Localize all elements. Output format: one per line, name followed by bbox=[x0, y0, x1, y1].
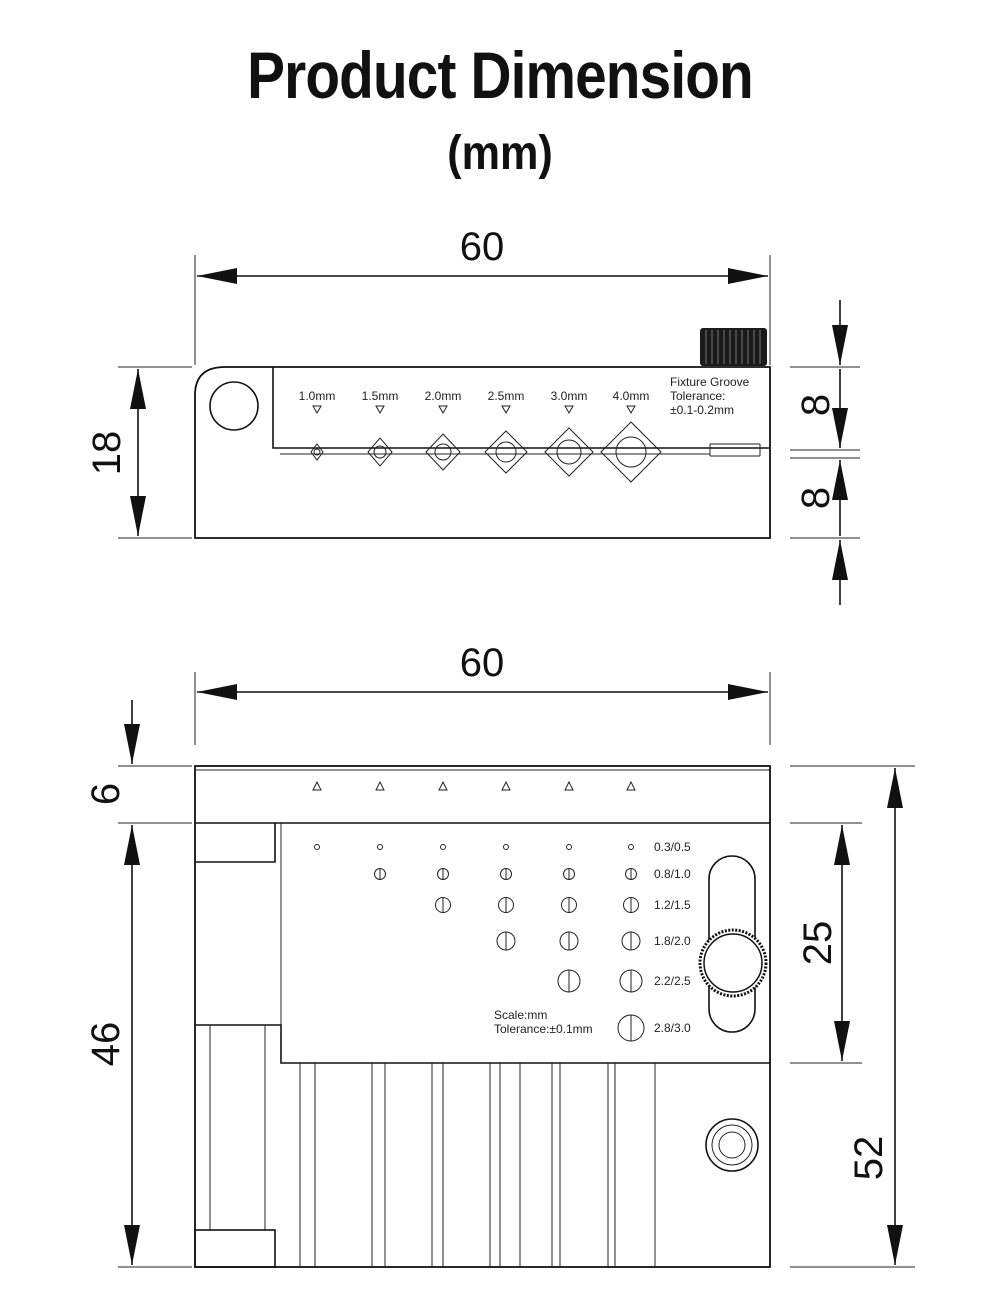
top-right-upper-label: 8 bbox=[794, 394, 838, 416]
hole-size-label-5: 2.2/2.5 bbox=[654, 974, 691, 988]
groove-label-1: 1.0mm bbox=[299, 389, 336, 403]
scale-text: Scale:mm bbox=[494, 1008, 547, 1022]
groove-label-6: 4.0mm bbox=[613, 389, 650, 403]
groove-note-line-3: ±0.1-0.2mm bbox=[670, 403, 734, 417]
knurled-knob bbox=[700, 328, 767, 366]
groove-label-2: 1.5mm bbox=[362, 389, 399, 403]
hole-size-label-6: 2.8/3.0 bbox=[654, 1021, 691, 1035]
front-right-inner-label: 25 bbox=[796, 921, 840, 966]
groove-markers bbox=[312, 405, 636, 415]
hole-size-label-2: 0.8/1.0 bbox=[654, 867, 691, 881]
groove-label-4: 2.5mm bbox=[488, 389, 525, 403]
page-subtitle: (mm) bbox=[447, 127, 553, 180]
groove-labels: 1.0mm 1.5mm 2.0mm 2.5mm 3.0mm 4.0mm bbox=[299, 389, 650, 403]
groove-label-5: 3.0mm bbox=[551, 389, 588, 403]
tolerance-text: Tolerance:±0.1mm bbox=[494, 1022, 593, 1036]
front-width-label: 60 bbox=[460, 641, 505, 685]
top-height-label: 18 bbox=[85, 431, 129, 476]
screw-icon bbox=[705, 1118, 759, 1172]
pivot-hole bbox=[209, 381, 259, 431]
knob-icon bbox=[698, 928, 768, 998]
groove-holes bbox=[310, 421, 662, 483]
lower-grooves bbox=[299, 1063, 656, 1267]
page-title: Product Dimension bbox=[247, 38, 754, 112]
top-right-lower-label: 8 bbox=[794, 487, 838, 509]
front-top-label: 6 bbox=[84, 783, 128, 805]
front-view: 60 bbox=[84, 641, 915, 1268]
top-width-label: 60 bbox=[460, 225, 505, 269]
hole-size-label-3: 1.2/1.5 bbox=[654, 898, 691, 912]
top-markers bbox=[312, 780, 636, 791]
hole-size-label-1: 0.3/0.5 bbox=[654, 840, 691, 854]
hole-grid bbox=[314, 844, 645, 1042]
groove-note-line-1: Fixture Groove bbox=[670, 375, 750, 389]
front-right-outer-label: 52 bbox=[847, 1136, 891, 1181]
top-view: 60 1.0mm 1.5mm 2.0mm 2.5mm bbox=[85, 225, 860, 605]
groove-note-line-2: Tolerance: bbox=[670, 389, 725, 403]
front-left-label: 46 bbox=[84, 1022, 128, 1067]
hole-size-label-4: 1.8/2.0 bbox=[654, 934, 691, 948]
groove-label-3: 2.0mm bbox=[425, 389, 462, 403]
